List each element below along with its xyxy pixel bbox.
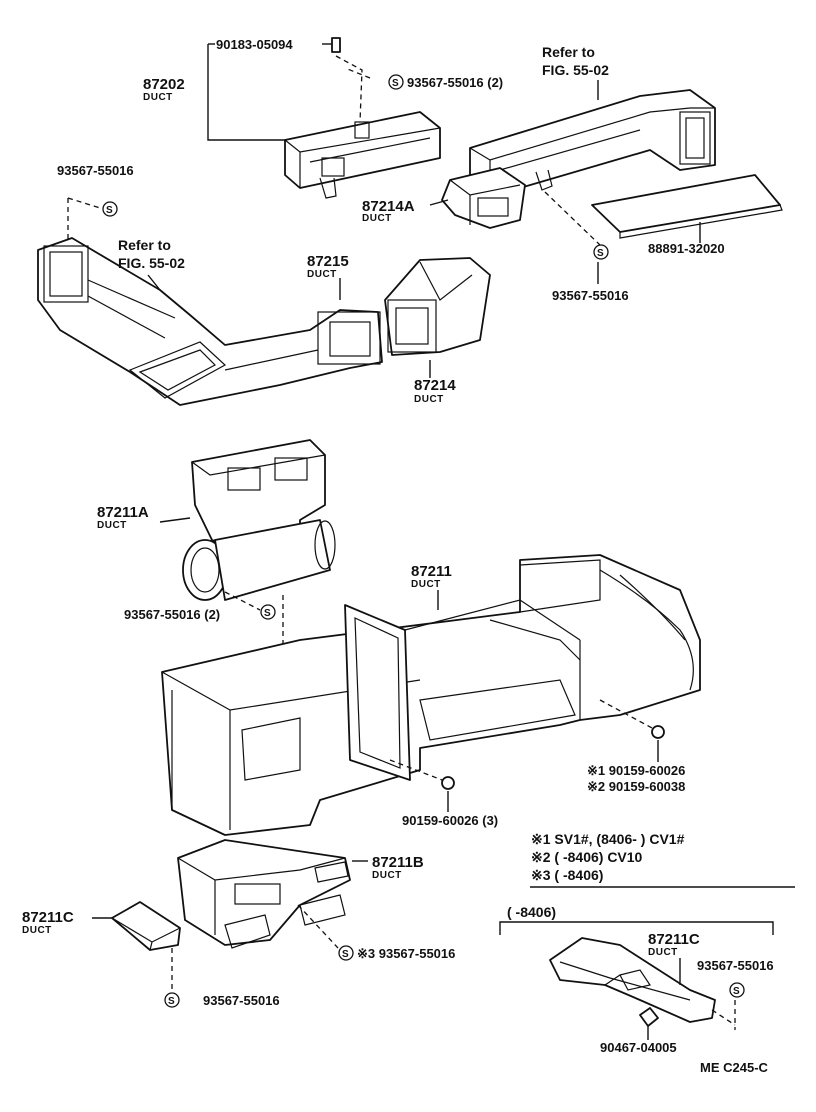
- part-number-90159-60026-3: 90159-60026 (3): [402, 813, 499, 828]
- part-number-87214: 87214: [414, 377, 456, 394]
- screw-s-label: S: [264, 608, 271, 619]
- bracket-range-text: ( -8406): [507, 904, 557, 920]
- figure-reference-code: ME C245-C: [700, 1060, 768, 1075]
- duct-87211B-part: [177, 839, 351, 949]
- part-number-93567-55016-bottom: 93567-55016: [203, 993, 280, 1008]
- clip-90183-part: [331, 37, 341, 53]
- duct-87202-part: [284, 111, 441, 199]
- note-2: ※2 ( -8406) CV10: [531, 849, 643, 865]
- screw-s-label: S: [168, 996, 175, 1007]
- part-number-87211C: 87211C: [22, 909, 74, 926]
- part-number-93567-55016-top: 93567-55016 (2): [407, 75, 504, 90]
- duct-87214-part: [384, 257, 491, 356]
- grommet-90467-part: [639, 1007, 659, 1027]
- duct-label-87211C-right: DUCT: [648, 947, 678, 958]
- refer-fig-text-left: FIG. 55-02: [118, 255, 185, 271]
- part-number-87211A: 87211A: [97, 504, 149, 521]
- screw-symbol-icons: S S S S S S S: [102, 74, 745, 1008]
- part-number-93567-55016-mid: 93567-55016 (2): [124, 607, 221, 622]
- screw-s-label: S: [597, 248, 604, 259]
- part-number-90467-04005: 90467-04005: [600, 1040, 677, 1055]
- nut-90159-part: [441, 725, 665, 790]
- part-number-87215: 87215: [307, 253, 349, 270]
- screw-s-label: S: [106, 205, 113, 216]
- part-number-87202: 87202: [143, 76, 185, 93]
- duct-87211A-part: [182, 439, 336, 601]
- part-number-87211C-right: 87211C: [648, 931, 700, 948]
- part-number-87214A: 87214A: [362, 198, 415, 215]
- panel-88891-part: [591, 174, 783, 239]
- duct-label-87214: DUCT: [414, 394, 444, 405]
- duct-label-87211B: DUCT: [372, 870, 402, 881]
- part-number-90159-60038-n2: ※2 90159-60038: [587, 779, 686, 794]
- heater-unit-87211-part: [161, 554, 701, 836]
- duct-87215-part: [37, 237, 383, 406]
- duct-label-87202: DUCT: [143, 92, 173, 103]
- part-number-90159-60026-n1: ※1 90159-60026: [587, 763, 686, 778]
- duct-label-87211C: DUCT: [22, 925, 52, 936]
- screw-s-label: S: [342, 949, 349, 960]
- part-number-88891-32020: 88891-32020: [648, 241, 725, 256]
- duct-label-87211: DUCT: [411, 579, 441, 590]
- part-number-87211: 87211: [411, 563, 452, 580]
- duct-87211C-variant-part: [549, 937, 716, 1023]
- duct-87211C-part: [111, 901, 181, 951]
- refer-fig-text-top: FIG. 55-02: [542, 62, 609, 78]
- part-number-93567-55016-left: 93567-55016: [57, 163, 134, 178]
- refer-to-text-top: Refer to: [542, 44, 595, 60]
- duct-label-87214A: DUCT: [362, 213, 392, 224]
- refer-to-text-left: Refer to: [118, 237, 171, 253]
- duct-label-87211A: DUCT: [97, 520, 127, 531]
- note-1: ※1 SV1#, (8406- ) CV1#: [531, 831, 685, 847]
- note-3: ※3 ( -8406): [531, 867, 604, 883]
- part-number-93567-55016-br: 93567-55016: [697, 958, 774, 973]
- screw-s-label: S: [392, 78, 399, 89]
- part-number-93567-55016-right: 93567-55016: [552, 288, 629, 303]
- part-number-90183-05094: 90183-05094: [216, 37, 293, 52]
- part-number-93567-55016-n3: ※3 93567-55016: [357, 946, 456, 961]
- screw-s-label: S: [733, 986, 740, 997]
- duct-label-87215: DUCT: [307, 269, 337, 280]
- part-number-87211B: 87211B: [372, 854, 424, 871]
- duct-87214A-part: [441, 167, 526, 229]
